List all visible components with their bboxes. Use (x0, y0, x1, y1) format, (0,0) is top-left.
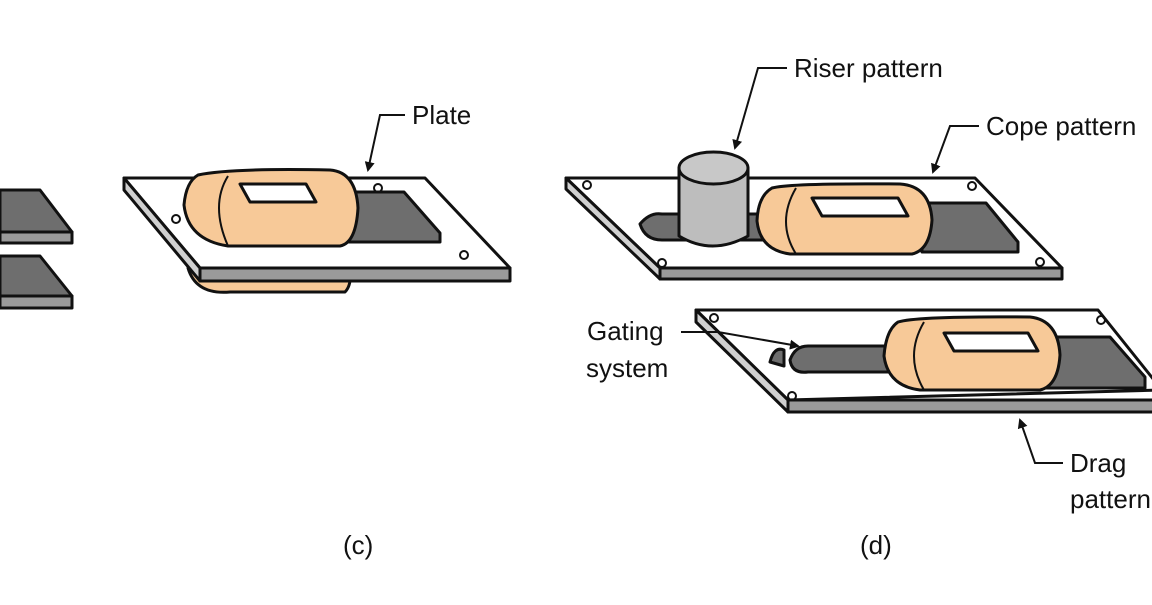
plate-hole-icon (1096, 315, 1106, 325)
drag-plate-assembly (694, 308, 1152, 414)
gating-system-label-line2: system (586, 353, 668, 383)
caption-c: (c) (343, 530, 373, 560)
caption-d: (d) (860, 530, 892, 560)
figure-c-match-plate: Plate (c) (122, 100, 512, 560)
riser-leader (732, 67, 787, 150)
plate-hole-icon (709, 313, 719, 323)
match-plate-front-edge (198, 266, 512, 283)
match-plate-side-edge (122, 176, 202, 283)
gating-leader (681, 331, 800, 350)
plate-hole-icon (582, 180, 592, 190)
drag-plate-side-edge (694, 308, 790, 414)
cope-leader (931, 125, 979, 174)
drag-sprue-cut (768, 347, 786, 368)
cope-plate-front-edge (658, 266, 1064, 281)
plate-hole-icon (787, 391, 797, 401)
drag-leader (1017, 418, 1063, 464)
riser-pattern-cylinder (677, 166, 750, 248)
partial-plate-bottom (0, 254, 74, 310)
plate-label: Plate (412, 100, 471, 130)
plate-hole-icon (459, 250, 469, 260)
drag-pattern-slot (942, 331, 1040, 353)
plate-leader (364, 114, 405, 172)
pattern-slot (238, 182, 318, 204)
pattern-end-curve (218, 175, 229, 247)
pattern-end-curve (785, 187, 797, 255)
cope-plate-assembly (564, 150, 1064, 281)
plate-hole-icon (967, 181, 977, 191)
drag-pattern-label-line2: pattern (1070, 484, 1151, 514)
drag-pattern-body (882, 315, 1062, 392)
cope-pattern-label: Cope pattern (986, 111, 1136, 141)
gating-system-label-line1: Gating (587, 316, 664, 346)
cope-pattern-slot (810, 196, 910, 218)
pattern-end-curve (913, 321, 925, 391)
drag-pattern-label-line1: Drag (1070, 448, 1126, 478)
upper-pattern-half (182, 168, 360, 248)
partial-plate-top (0, 188, 74, 245)
plate-hole-icon (657, 258, 667, 268)
plate-hole-icon (1035, 257, 1045, 267)
partial-figure-b (0, 188, 74, 310)
drag-plate-front-edge (786, 398, 1152, 414)
cope-pattern-body (755, 182, 934, 256)
riser-pattern-label: Riser pattern (794, 53, 943, 83)
riser-top (677, 150, 750, 186)
figure-d-cope-drag: Riser pattern Cope pattern Gating system… (564, 53, 1152, 560)
cope-plate-side-edge (564, 176, 662, 281)
plate-hole-icon (171, 214, 181, 224)
